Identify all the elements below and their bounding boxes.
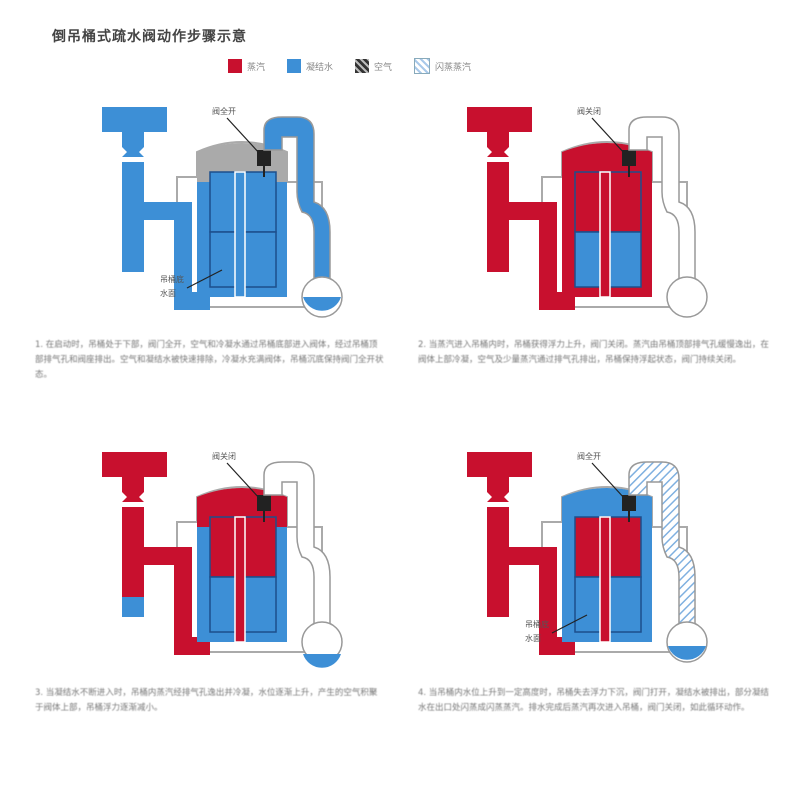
flash-steam-swatch — [414, 58, 431, 74]
inlet-connector — [144, 202, 210, 310]
caption-step-2: 2. 当蒸汽进入吊桶内时，吊桶获得浮力上升，阀门关闭。蒸汽由吊桶顶部排气孔缓慢逸… — [418, 340, 769, 365]
valve-seat — [622, 150, 636, 166]
legend-label: 闪蒸蒸汽 — [435, 62, 472, 73]
inlet-tube — [234, 171, 246, 298]
legend-label: 凝结水 — [306, 62, 334, 73]
inlet-pipe-upper — [487, 162, 509, 252]
label-leader — [226, 462, 261, 500]
legend-label: 蒸汽 — [247, 62, 266, 73]
legend-item-condensate: 凝结水 — [287, 59, 333, 73]
inlet-tube — [234, 516, 246, 643]
bucket-label: 吊桶底 — [525, 619, 549, 629]
bucket-label: 水面 — [160, 288, 176, 298]
inlet-pipe-lower — [122, 597, 144, 617]
air-swatch — [355, 59, 370, 73]
inlet-pipe-lower — [487, 252, 509, 272]
condensate-swatch — [287, 59, 302, 73]
inlet-tube — [599, 516, 611, 643]
label-leader — [591, 462, 626, 500]
outlet-pipe — [628, 461, 696, 628]
label-leader — [226, 117, 261, 155]
caption-step-4: 4. 当吊桶内水位上升到一定高度时，吊桶失去浮力下沉，阀门打开，凝结水被排出，部… — [418, 688, 769, 713]
collector-vessel — [666, 276, 708, 318]
caption-step-3: 3. 当凝结水不断进入时，吊桶内蒸汽经排气孔逸出并冷凝，水位逐渐上升，产生的空气… — [35, 688, 378, 713]
vessel-water — [303, 297, 341, 311]
valve-state-label: 阀全开 — [577, 451, 601, 461]
valve-seat — [257, 495, 271, 511]
legend-item-air: 空气 — [355, 59, 392, 73]
diagram-step-3: 阀关闭 — [92, 437, 352, 677]
inlet-header — [467, 452, 532, 502]
inlet-tube — [599, 171, 611, 298]
inlet-header — [102, 452, 167, 502]
valve-state-label: 阀关闭 — [577, 106, 601, 116]
diagram-step-1: 阀全开吊桶底水面 — [92, 92, 352, 332]
vessel-water — [303, 654, 341, 668]
steam-swatch — [228, 59, 242, 73]
steam-trap-diagram: 阀关闭 — [102, 451, 343, 668]
inlet-pipe-lower — [122, 252, 144, 272]
outlet-pipe — [263, 461, 331, 628]
legend-label: 空气 — [374, 62, 393, 73]
inlet-connector — [509, 202, 575, 310]
inlet-connector — [509, 547, 575, 655]
valve-seat — [257, 150, 271, 166]
inlet-pipe-lower — [487, 597, 509, 617]
inlet-pipe-upper — [122, 162, 144, 252]
inlet-pipe-upper — [122, 507, 144, 597]
page-title: 倒吊桶式疏水阀动作步骤示意 — [52, 29, 247, 45]
label-leader — [186, 269, 223, 289]
steam-trap-diagram: 阀关闭 — [467, 106, 708, 318]
inlet-connector — [144, 547, 210, 655]
legend-item-flash: 闪蒸蒸汽 — [414, 58, 471, 74]
legend: 蒸汽 凝结水 空气 闪蒸蒸汽 — [228, 58, 471, 74]
diagram-step-2: 阀关闭 — [457, 92, 717, 332]
label-leader — [551, 614, 588, 634]
outlet-pipe — [628, 116, 696, 283]
legend-item-steam: 蒸汽 — [228, 59, 265, 73]
valve-state-label: 阀关闭 — [212, 451, 236, 461]
caption-step-1: 1. 在启动时，吊桶处于下部，阀门全开，空气和冷凝水通过吊桶底部进入阀体，经过吊… — [35, 340, 384, 380]
bucket-label: 吊桶底 — [160, 274, 184, 284]
valve-seat — [622, 495, 636, 511]
bucket-label: 水面 — [525, 633, 541, 643]
label-leader — [591, 117, 626, 155]
vessel-water — [668, 646, 706, 660]
outlet-pipe — [263, 116, 331, 283]
inlet-header — [467, 107, 532, 157]
inlet-header — [102, 107, 167, 157]
valve-state-label: 阀全开 — [212, 106, 236, 116]
inlet-pipe-upper — [487, 507, 509, 597]
diagram-step-4: 阀全开吊桶底水面 — [457, 437, 717, 677]
